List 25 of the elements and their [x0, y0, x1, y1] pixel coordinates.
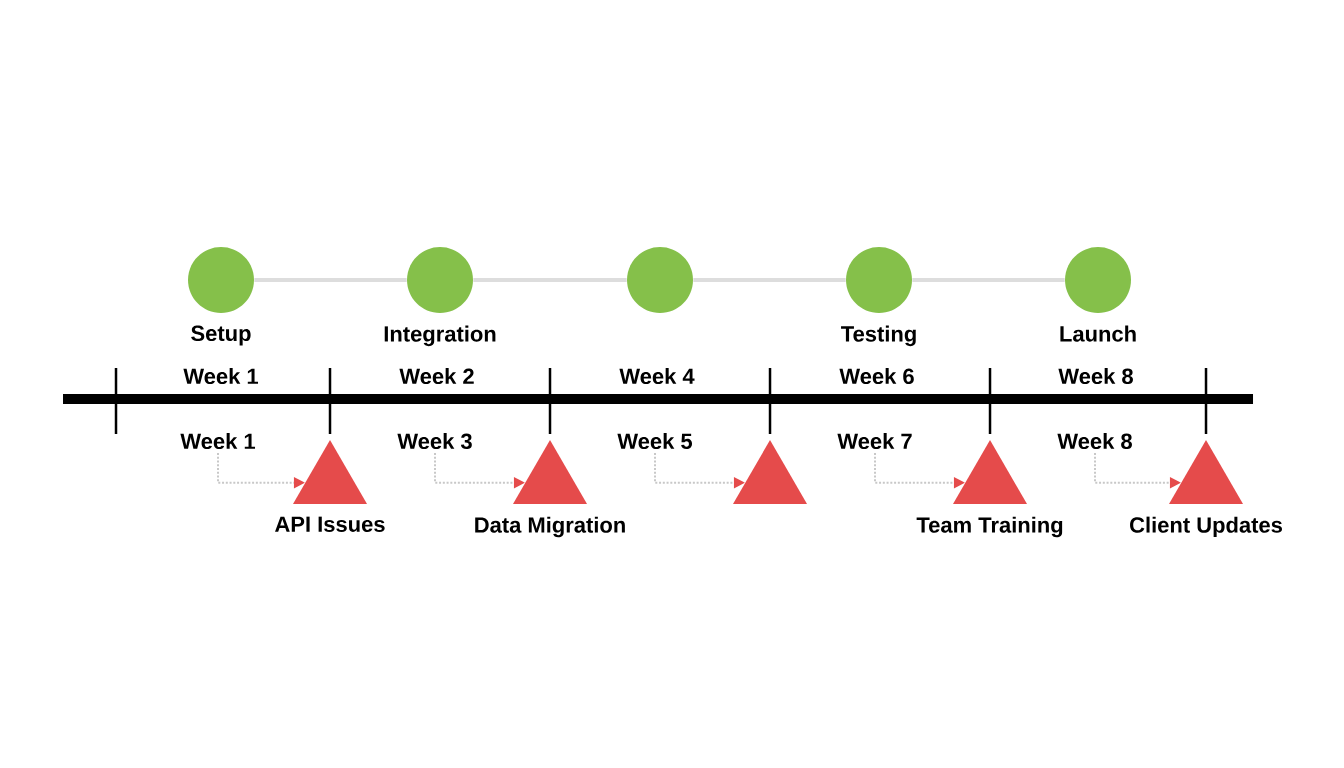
- week-label: Week 7: [837, 432, 912, 450]
- milestone-circle: [627, 247, 693, 313]
- connector-line: [473, 278, 627, 282]
- connector-line: [693, 278, 846, 282]
- week-label: Week 1: [183, 367, 258, 385]
- week-label: Week 1: [180, 432, 255, 450]
- week-label: Week 8: [1057, 432, 1132, 450]
- node-label: Testing: [841, 325, 916, 347]
- connector-line: [912, 278, 1065, 282]
- node-label: Launch: [1060, 325, 1136, 342]
- node-label: Integration: [384, 325, 496, 347]
- node-label: Team Training: [916, 516, 1063, 538]
- week-label: Week 3: [397, 432, 472, 450]
- node-label: API Issues: [275, 516, 385, 532]
- node-label: Client Updates: [1130, 516, 1282, 538]
- week-label: Week 6: [839, 367, 914, 385]
- node-label: Data Migration: [475, 516, 625, 538]
- risk-triangle: API Issues: [275, 439, 385, 532]
- week-label: Week 8: [1058, 367, 1133, 385]
- week-label: Week 4: [619, 367, 695, 385]
- week-label: Week 5: [617, 432, 692, 450]
- node-label: Setup: [191, 325, 251, 346]
- week-label: Week 2: [399, 367, 474, 385]
- connector-line: [254, 278, 407, 282]
- risk-triangle: [733, 439, 808, 505]
